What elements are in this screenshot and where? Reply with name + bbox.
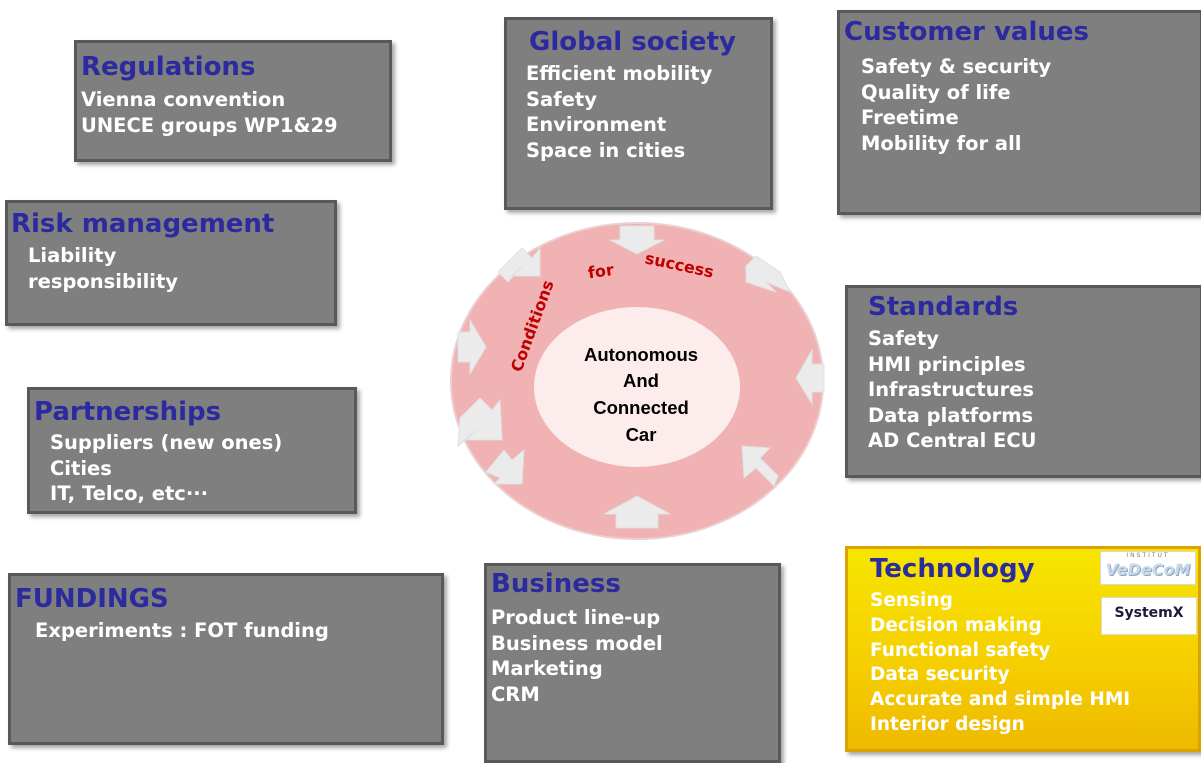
- list-item: UNECE groups WP1&29: [81, 113, 338, 137]
- arrow-right: [795, 348, 825, 406]
- arrow-left: [457, 318, 487, 376]
- center-label-line: And: [623, 370, 659, 391]
- list-item: Infrastructures: [868, 378, 1035, 401]
- global-society-title: Global society: [529, 27, 736, 57]
- list-item: Efficient mobility: [526, 62, 713, 85]
- list-item: AD Central ECU: [868, 429, 1037, 452]
- list-item: Data security: [870, 664, 1010, 686]
- business-list: Product line-up Business model Marketing…: [491, 605, 663, 707]
- list-item: Liability: [28, 244, 117, 267]
- list-item: Experiments : FOT funding: [35, 619, 329, 642]
- center-label-line: Autonomous: [584, 344, 698, 365]
- arrow-bottom-left: [457, 397, 503, 448]
- inward-arrows: [457, 225, 825, 529]
- global-society-list: Efficient mobility Safety Environment Sp…: [526, 61, 712, 163]
- standards-title: Standards: [868, 292, 1019, 322]
- regulations-list: Vienna convention UNECE groups WP1&29: [81, 87, 338, 138]
- list-item: IT, Telco, etc···: [50, 482, 209, 505]
- list-item: CRM: [491, 682, 540, 706]
- global-society-box: Global society Efficient mobility Safety…: [504, 17, 773, 210]
- list-item: Marketing: [491, 657, 603, 680]
- customer-values-title: Customer values: [844, 17, 1089, 47]
- vedecom-logo-small-text: INSTITUT: [1126, 552, 1170, 559]
- arrow-bottom: [603, 495, 671, 529]
- arrow-top-left: [497, 246, 541, 283]
- list-item: Interior design: [870, 713, 1025, 735]
- risk-management-list: Liability responsibility: [28, 243, 178, 294]
- list-item: Vienna convention: [81, 88, 286, 111]
- customer-values-box: Customer values Safety & security Qualit…: [837, 10, 1201, 215]
- center-ellipse: [534, 307, 740, 467]
- center-label: Autonomous And Connected Car: [584, 344, 698, 445]
- fundings-box: FUNDINGS Experiments : FOT funding: [8, 573, 444, 745]
- list-item: Environment: [526, 113, 667, 136]
- business-title: Business: [491, 569, 621, 599]
- list-item: Freetime: [861, 106, 959, 129]
- list-item: Suppliers (new ones): [50, 431, 283, 454]
- technology-box: Technology Sensing Decision making Funct…: [845, 546, 1201, 752]
- list-item: Space in cities: [526, 138, 686, 162]
- list-item: Decision making: [870, 614, 1042, 636]
- list-item: Sensing: [870, 590, 953, 611]
- standards-list: Safety HMI principles Infrastructures Da…: [868, 326, 1037, 454]
- list-item: responsibility: [28, 269, 179, 293]
- systemx-logo: SystemX: [1101, 597, 1197, 635]
- risk-management-box: Risk management Liability responsibility: [5, 200, 337, 326]
- ring-text-for: for: [587, 260, 615, 282]
- vedecom-logo-text: VeDeCoM: [1105, 560, 1191, 579]
- risk-management-title: Risk management: [11, 209, 275, 239]
- partnerships-box: Partnerships Suppliers (new ones) Cities…: [27, 387, 357, 514]
- list-item: Business model: [491, 631, 663, 655]
- list-item: Quality of life: [861, 80, 1011, 104]
- technology-title: Technology: [870, 554, 1035, 584]
- business-box: Business Product line-up Business model …: [484, 563, 781, 763]
- list-item: Accurate and simple HMI: [870, 689, 1131, 711]
- vedecom-logo: INSTITUT VeDeCoM: [1100, 551, 1196, 585]
- arrow-bottom-right: [741, 445, 779, 487]
- arrow-left-mid: [485, 448, 525, 485]
- arrow-top-right: [745, 255, 792, 293]
- regulations-title: Regulations: [81, 52, 256, 82]
- arrow-top: [609, 225, 665, 255]
- standards-box: Standards Safety HMI principles Infrastr…: [845, 285, 1201, 478]
- fundings-title: FUNDINGS: [15, 584, 169, 614]
- list-item: Product line-up: [491, 606, 661, 629]
- list-item: HMI principles: [868, 352, 1026, 376]
- list-item: Safety & security: [861, 55, 1052, 78]
- center-label-line: Car: [626, 424, 657, 445]
- customer-values-list: Safety & security Quality of life Freeti…: [861, 54, 1051, 156]
- list-item: Functional safety: [870, 639, 1051, 661]
- partnerships-title: Partnerships: [34, 397, 222, 427]
- list-item: Mobility for all: [861, 131, 1022, 155]
- list-item: Data platforms: [868, 403, 1034, 427]
- systemx-logo-text: SystemX: [1114, 605, 1184, 621]
- fundings-list: Experiments : FOT funding: [35, 618, 329, 644]
- list-item: Safety: [868, 327, 939, 350]
- partnerships-list: Suppliers (new ones) Cities IT, Telco, e…: [50, 430, 282, 507]
- list-item: Safety: [526, 87, 597, 111]
- list-item: Cities: [50, 456, 112, 480]
- technology-list: Sensing Decision making Functional safet…: [870, 589, 1130, 738]
- center-label-line: Connected: [593, 397, 689, 418]
- regulations-box: Regulations Vienna convention UNECE grou…: [74, 40, 392, 162]
